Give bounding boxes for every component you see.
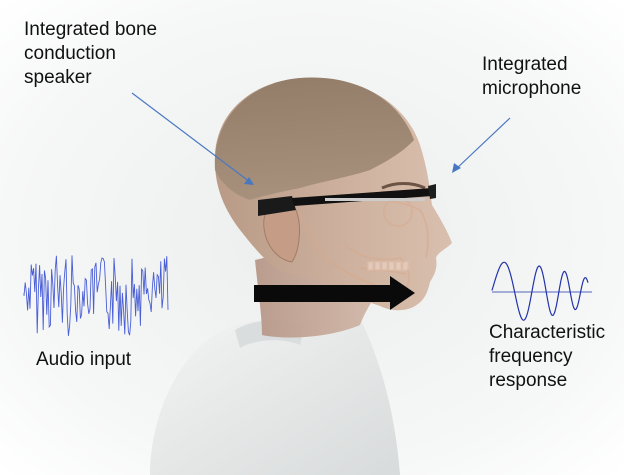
microphone-label-line-1: Integrated <box>482 53 581 77</box>
microphone-label-line-2: microphone <box>482 77 581 101</box>
frequency-label-line-3: response <box>489 369 605 393</box>
audio-input-label: Audio input <box>36 348 131 372</box>
speaker-label: Integrated bone conduction speaker <box>24 18 157 90</box>
speaker-label-line-1: Integrated bone <box>24 18 157 42</box>
frequency-label-line-2: frequency <box>489 345 605 369</box>
frequency-label-line-1: Characteristic <box>489 321 605 345</box>
speaker-label-line-2: conduction <box>24 42 157 66</box>
microphone-label: Integrated microphone <box>482 53 581 101</box>
frequency-response-label: Characteristic frequency response <box>489 321 605 393</box>
speaker-label-line-3: speaker <box>24 66 157 90</box>
